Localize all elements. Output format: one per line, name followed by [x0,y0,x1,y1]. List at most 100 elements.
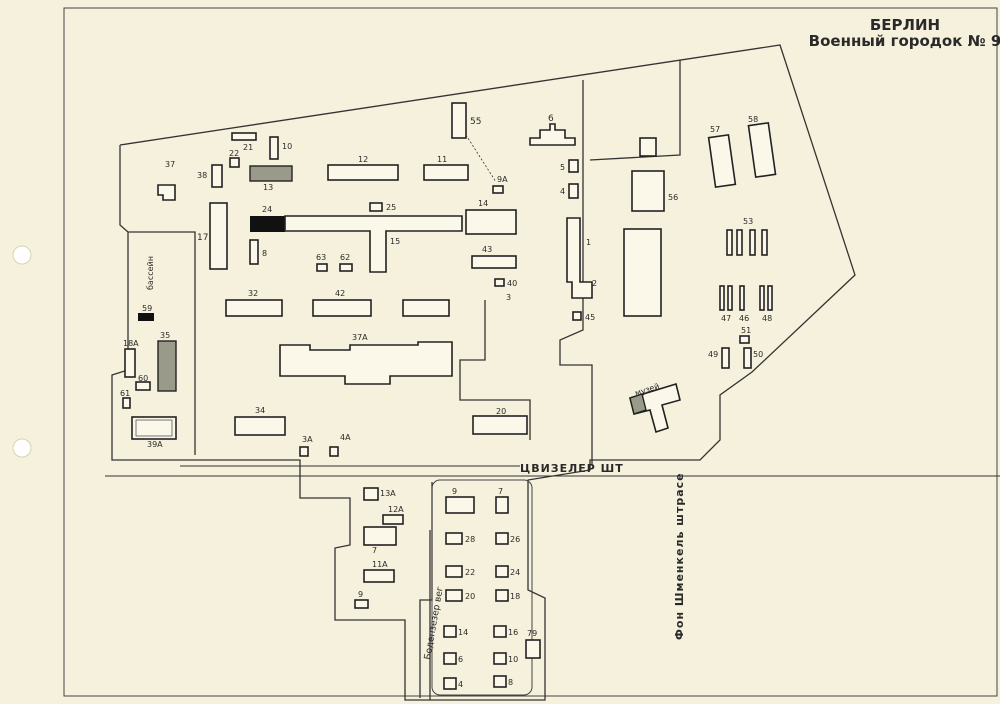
label-50: 50 [753,350,763,359]
label-25: 25 [386,203,396,212]
label-12: 12 [358,155,368,164]
building-48b [767,285,773,311]
museum-hatch [629,393,647,415]
label-48: 48 [762,314,772,323]
label-17: 17 [197,233,208,243]
binder-hole-top [12,245,32,265]
label-s9: 9 [358,590,363,599]
label-62: 62 [340,253,350,262]
building-small-east [639,137,657,157]
building-42 [312,299,372,317]
connector-55-9a [465,134,497,183]
label-60: 60 [138,374,148,383]
building-1 [566,217,593,299]
label-s11a: 11А [372,560,388,569]
building-53c [749,229,756,256]
building-s24 [495,565,509,578]
building-56 [631,170,665,212]
building-35 [157,340,177,392]
inner-wall-east2 [589,60,681,161]
label-57: 57 [710,125,720,134]
label-3: 3 [506,293,511,302]
building-s7 [363,526,397,546]
label-13: 13 [263,183,273,192]
label-47: 47 [721,314,731,323]
label-40: 40 [507,279,517,288]
label-s7r: 7 [498,487,503,496]
building-10 [269,136,279,160]
building-50 [743,347,752,369]
building-34 [234,416,286,436]
building-s11a [363,569,395,583]
label-21: 21 [243,143,253,152]
building-51 [739,335,750,344]
label-s16: 16 [508,628,518,637]
label-56: 56 [668,193,678,202]
building-9a [492,185,504,194]
building-58 [747,121,777,179]
label-s13a: 13А [380,489,396,498]
building-40 [494,278,505,287]
building-61 [122,397,131,409]
building-s6 [443,652,457,665]
map-frame [63,7,998,697]
label-s7: 7 [372,546,377,555]
building-s22 [445,565,463,578]
building-45 [572,311,582,321]
label-37a: 37А [352,333,368,342]
building-s20 [445,589,463,602]
building-s10 [493,652,507,665]
building-s16 [493,625,507,638]
label-49: 49 [708,350,718,359]
label-15: 15 [390,237,400,246]
label-45: 45 [585,313,595,322]
building-59 [138,313,154,321]
building-43 [471,255,517,269]
label-s6: 6 [458,655,463,664]
building-22 [229,157,240,168]
label-32: 32 [248,289,258,298]
label-22: 22 [229,149,239,158]
building-60 [135,381,151,391]
building-38 [211,164,223,188]
label-35: 35 [160,331,170,340]
label-s12a: 12А [388,505,404,514]
building-24 [250,216,285,232]
building-62 [339,263,353,272]
label-11: 11 [437,155,447,164]
street-label-west: Бодензезер вег [423,586,446,661]
building-47b [727,285,733,311]
label-46: 46 [739,314,749,323]
label-4a: 4А [340,433,351,442]
label-s18: 18 [510,592,520,601]
building-3 [623,228,662,317]
compound-wall [111,44,856,701]
building-32 [225,299,283,317]
building-53d [761,229,768,256]
building-49 [721,347,730,369]
label-s22: 22 [465,568,475,577]
label-37: 37 [165,160,175,169]
label-34: 34 [255,406,265,415]
label-61: 61 [120,389,130,398]
building-s18 [495,589,509,602]
area-label-pool: бассейн [146,256,155,290]
label-6: 6 [548,114,554,124]
label-63: 63 [316,253,326,262]
label-59: 59 [142,304,152,313]
label-42: 42 [335,289,345,298]
label-8: 8 [262,249,267,258]
building-11 [423,164,469,181]
label-51: 51 [741,326,751,335]
building-37a [279,341,453,385]
building-unlabeled-mid [402,299,450,317]
label-39a: 39А [147,440,163,449]
building-4a [329,446,339,457]
label-43: 43 [482,245,492,254]
label-s8: 8 [508,678,513,687]
building-18a [124,348,136,378]
label-5: 5 [560,163,565,172]
building-48 [759,285,765,311]
building-s9 [354,599,369,609]
label-4: 4 [560,187,565,196]
